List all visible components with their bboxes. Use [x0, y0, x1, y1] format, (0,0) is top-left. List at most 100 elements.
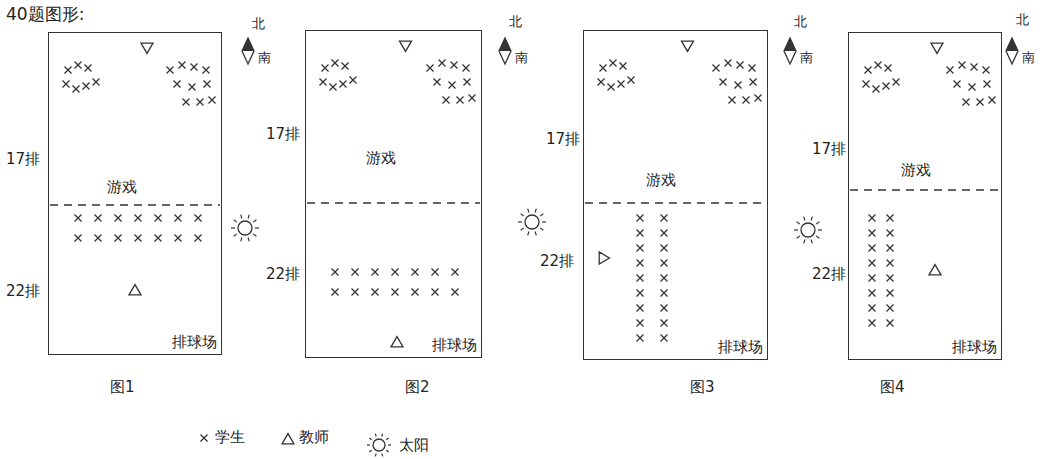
compass-label: 北 [509, 14, 522, 30]
student-mark [85, 65, 92, 72]
student-mark [330, 84, 337, 91]
student-mark [869, 320, 876, 327]
area-label: 游戏 [901, 161, 931, 179]
row-label: 22排 [6, 282, 40, 300]
student-mark [954, 81, 961, 88]
student-mark [883, 83, 890, 90]
student-mark [175, 235, 182, 242]
student-mark [661, 245, 668, 252]
student-mark [372, 269, 379, 276]
student-mark [977, 99, 984, 106]
student-mark [457, 97, 464, 104]
teacher-swatch [280, 430, 296, 446]
teacher-mark [141, 43, 153, 53]
student-mark [320, 79, 327, 86]
legend-text: 太阳 [399, 436, 429, 455]
student-mark [432, 269, 439, 276]
student-mark [637, 275, 644, 282]
panel-illustration [850, 38, 1018, 190]
student-mark [637, 230, 644, 237]
student-mark [167, 67, 174, 74]
student-mark [869, 230, 876, 237]
student-mark [463, 65, 470, 72]
student-mark [749, 65, 756, 72]
court-label: 排球场 [432, 336, 477, 354]
compass-symbol [784, 38, 796, 64]
student-mark [887, 275, 894, 282]
compass-needle [784, 38, 796, 51]
teacher-mark [400, 41, 412, 51]
legend-entry: 太阳 [362, 428, 429, 459]
student-mark [115, 215, 122, 222]
area-label: 游戏 [646, 171, 676, 189]
student-mark [887, 230, 894, 237]
student-mark [743, 97, 750, 104]
figure-caption: 图1 [110, 378, 135, 396]
panel-illustration [50, 38, 254, 205]
compass-label: 北 [794, 14, 807, 30]
row-label: 17排 [812, 140, 846, 158]
figure-caption: 图3 [690, 378, 715, 396]
compass-symbol [1006, 38, 1018, 64]
student-mark [352, 269, 359, 276]
student-mark [725, 60, 732, 67]
student-mark [195, 235, 202, 242]
student-mark [155, 235, 162, 242]
student-mark [637, 335, 644, 342]
student-mark [873, 86, 880, 93]
student-mark [661, 305, 668, 312]
legend-text: 学生 [215, 428, 245, 447]
row-label: 17排 [546, 130, 580, 148]
student-mark [720, 79, 727, 86]
student-mark [93, 79, 100, 86]
row-label: 17排 [266, 125, 300, 143]
teacher-mark [682, 41, 694, 51]
student-mark [713, 65, 720, 72]
student-mark [963, 99, 970, 106]
field-panel: 游戏排球场 [583, 30, 768, 360]
student-mark [618, 81, 625, 88]
student-mark [661, 320, 668, 327]
student-mark [637, 290, 644, 297]
student-mark [451, 62, 458, 69]
student-mark [869, 260, 876, 267]
student-mark [637, 305, 644, 312]
court-label: 排球场 [952, 338, 997, 356]
dashed-line [585, 202, 766, 203]
compass-label: 北 [1016, 12, 1029, 28]
student-mark [661, 335, 668, 342]
student-mark [449, 82, 456, 89]
student-mark [195, 215, 202, 222]
student-mark [887, 245, 894, 252]
student-mark [469, 95, 476, 102]
student-mark [598, 79, 605, 86]
student-mark [869, 290, 876, 297]
student-mark [887, 305, 894, 312]
student-mark [201, 434, 208, 441]
area-label: 游戏 [366, 149, 396, 167]
student-mark [947, 67, 954, 74]
compass-label: 南 [258, 50, 271, 66]
student-mark [75, 215, 82, 222]
sun-symbol [231, 215, 259, 242]
student-mark [197, 99, 204, 106]
student-mark [735, 82, 742, 89]
figure-caption: 图2 [405, 378, 430, 396]
student-mark [392, 269, 399, 276]
panel-illustration [307, 38, 511, 203]
sun-symbol [367, 434, 391, 457]
student-mark [432, 289, 439, 296]
student-mark [352, 289, 359, 296]
student-mark [989, 97, 996, 104]
compass-needle [242, 38, 254, 51]
teacher-mark [129, 285, 141, 295]
student-mark [452, 269, 459, 276]
student-mark [392, 289, 399, 296]
compass-symbol [242, 38, 254, 64]
student-mark [65, 67, 72, 74]
sun-symbol [794, 217, 822, 244]
student-mark [342, 63, 349, 70]
student-mark [637, 320, 644, 327]
student-mark [63, 81, 70, 88]
